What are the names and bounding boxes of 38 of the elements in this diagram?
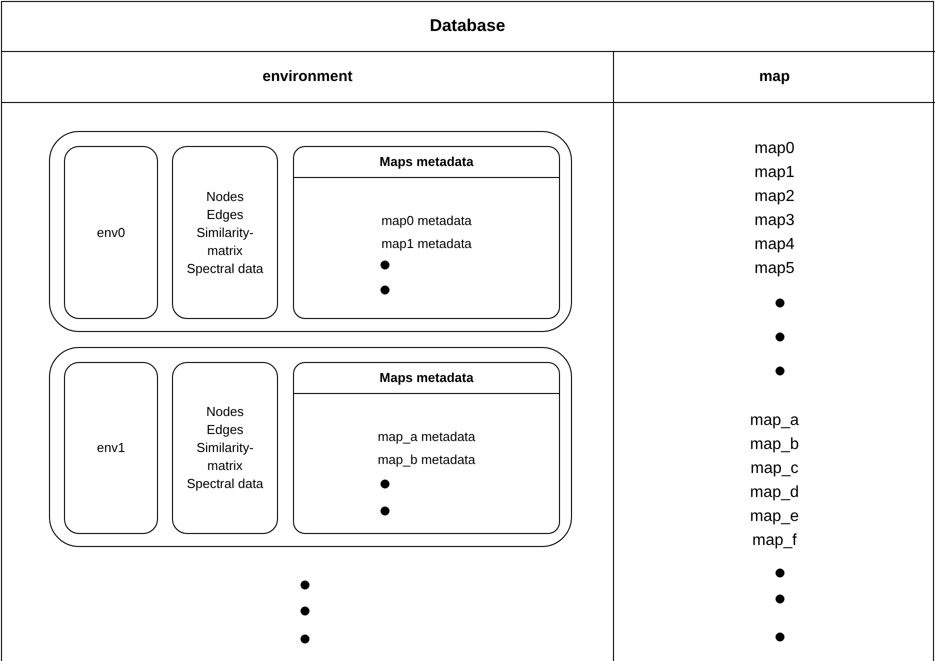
table-title: Database xyxy=(428,15,506,37)
cell-text: env0 xyxy=(96,224,126,242)
cell-text: Similarity-matrix xyxy=(195,224,255,260)
cell-text: env1 xyxy=(96,439,126,457)
environment-box xyxy=(64,362,158,534)
map-name: map0 xyxy=(753,139,796,159)
cell-text: Similarity-matrix xyxy=(195,439,255,475)
data-box xyxy=(172,362,278,534)
map-name: map2 xyxy=(753,187,796,207)
cell-text: Nodes xyxy=(206,403,244,421)
metadata-item: map1 metadata xyxy=(380,235,473,253)
table-column xyxy=(2,51,614,661)
cell-text: Spectral data xyxy=(186,475,264,493)
environment-group xyxy=(49,347,572,547)
map-name: map_b xyxy=(749,435,800,455)
map-name: map_f xyxy=(751,531,798,551)
map-name: map5 xyxy=(753,259,796,279)
cell-text: Spectral data xyxy=(186,260,264,278)
column-header: map xyxy=(758,67,791,87)
map-name: map_c xyxy=(749,459,800,479)
box-title: Maps metadata xyxy=(294,147,559,178)
map-name: map4 xyxy=(753,235,796,255)
cell-text: Edges xyxy=(206,421,244,439)
map-name: map_e xyxy=(749,507,800,527)
environment-box xyxy=(64,146,158,319)
metadata-item: map_b metadata xyxy=(376,451,476,469)
map-name: map3 xyxy=(753,211,796,231)
metadata-item: map0 metadata xyxy=(380,212,473,230)
box-title: Maps metadata xyxy=(294,363,559,394)
data-box xyxy=(172,146,278,319)
cell-text: Edges xyxy=(206,206,244,224)
map-name: map_a xyxy=(749,411,800,431)
map-name: map_d xyxy=(749,483,800,503)
environment-group xyxy=(49,131,572,332)
column-header: environment xyxy=(261,67,354,87)
map-name: map1 xyxy=(753,163,796,183)
metadata-item: map_a metadata xyxy=(376,428,476,446)
cell-text: Nodes xyxy=(206,188,244,206)
